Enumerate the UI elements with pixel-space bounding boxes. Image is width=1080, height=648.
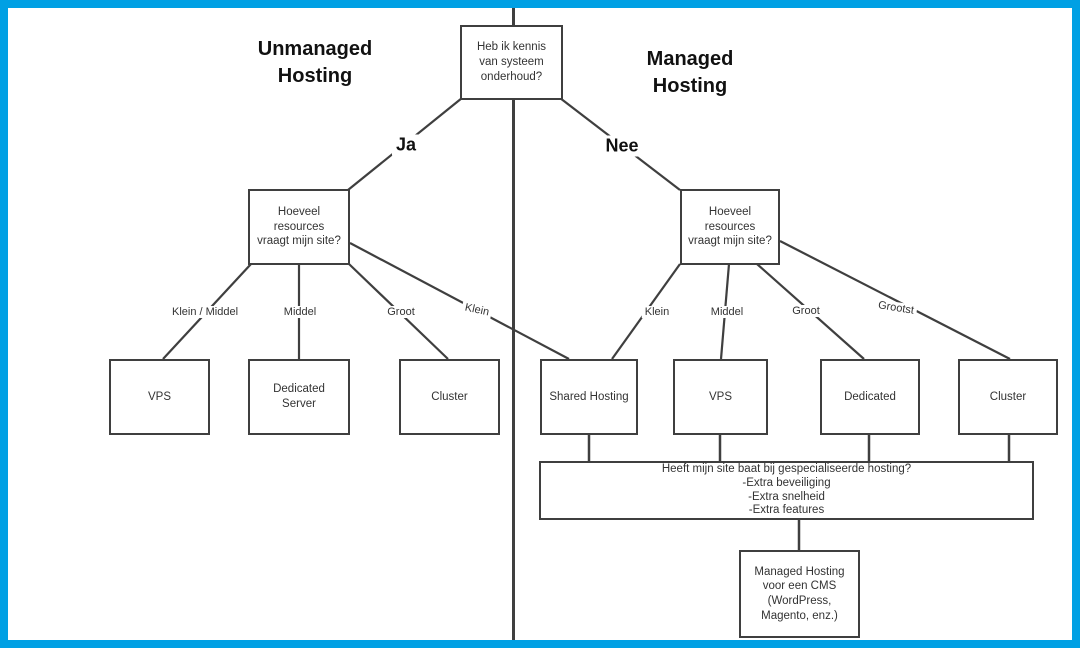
title-managed-hosting: Managed Hosting: [646, 48, 734, 97]
node-left-cluster: Cluster: [399, 359, 500, 435]
node-right-vps: VPS: [673, 359, 768, 435]
node-left-dedicated-server: Dedicated Server: [248, 359, 350, 435]
node-root-question: Heb ik kennis van systeem onderhoud?: [460, 25, 563, 100]
edge-label-left-middel: Middel: [280, 306, 320, 318]
node-left-vps: VPS: [109, 359, 210, 435]
edge-label-left-groot: Groot: [384, 306, 418, 318]
edge-right-resources-to-cluster: [779, 240, 1011, 360]
node-right-dedicated: Dedicated: [820, 359, 920, 435]
node-left-resources-question: Hoeveel resources vraagt mijn site?: [248, 189, 350, 265]
edge-label-right-klein: Klein: [641, 306, 673, 318]
edge-label-left-klein-middel: Klein / Middel: [168, 306, 242, 318]
node-specialized-hosting-question: Heeft mijn site baat bij gespecialiseerd…: [539, 461, 1034, 520]
node-right-resources-question: Hoeveel resources vraagt mijn site?: [680, 189, 780, 265]
label-ja: Ja: [391, 134, 421, 156]
edge-label-right-groot: Groot: [789, 305, 823, 317]
edge-left-resources-to-shared-hosting: [349, 242, 570, 360]
node-managed-cms: Managed Hosting voor een CMS (WordPress,…: [739, 550, 860, 638]
edge-label-right-middel: Middel: [707, 306, 747, 318]
label-nee: Nee: [601, 135, 643, 157]
node-shared-hosting: Shared Hosting: [540, 359, 638, 435]
title-unmanaged-hosting: Unmanaged Hosting: [257, 38, 373, 87]
node-right-cluster: Cluster: [958, 359, 1058, 435]
